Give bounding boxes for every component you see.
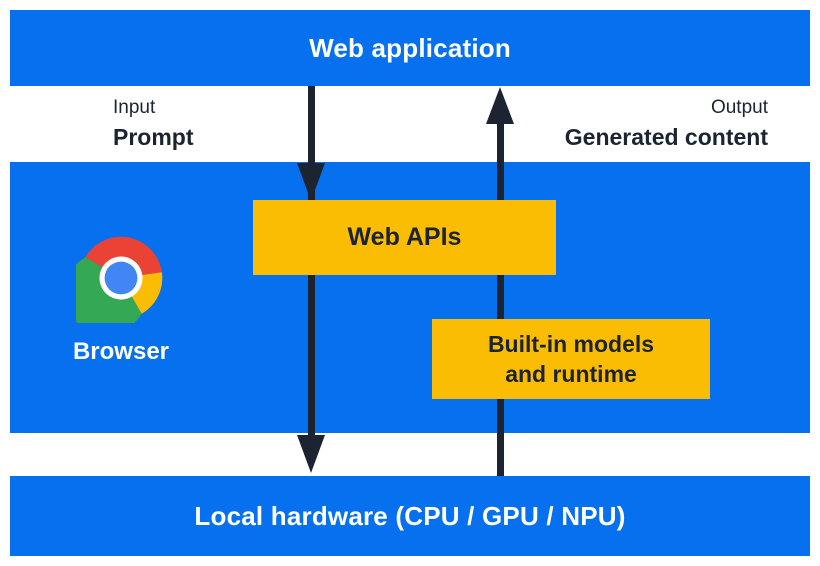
browser-label: Browser (72, 338, 170, 365)
local-hardware-layer: Local hardware (CPU / GPU / NPU) (10, 476, 810, 556)
input-label-group: Input Prompt (113, 96, 194, 152)
builtin-models-line1: Built-in models (487, 331, 655, 357)
web-application-label: Web application (309, 32, 511, 63)
output-label-group: Output Generated content (565, 96, 768, 152)
input-title: Input (113, 97, 156, 118)
browser-identity: Browser (61, 233, 181, 366)
web-apis-label: Web APIs (347, 223, 462, 251)
web-apis-box: Web APIs (253, 200, 556, 275)
up-arrow-head (486, 87, 514, 124)
builtin-models-box: Built-in models and runtime (432, 319, 710, 399)
output-value: Generated content (564, 123, 768, 150)
up-arrow-line (497, 121, 504, 476)
chrome-logo-icon (76, 236, 163, 323)
down-arrow-head-web-apis (297, 163, 325, 201)
input-value: Prompt (113, 123, 194, 150)
web-application-layer: Web application (10, 10, 810, 86)
output-title: Output (710, 97, 768, 118)
down-arrow-head-hardware (297, 435, 325, 473)
builtin-models-line2: and runtime (505, 361, 637, 387)
local-hardware-label: Local hardware (CPU / GPU / NPU) (194, 500, 626, 531)
